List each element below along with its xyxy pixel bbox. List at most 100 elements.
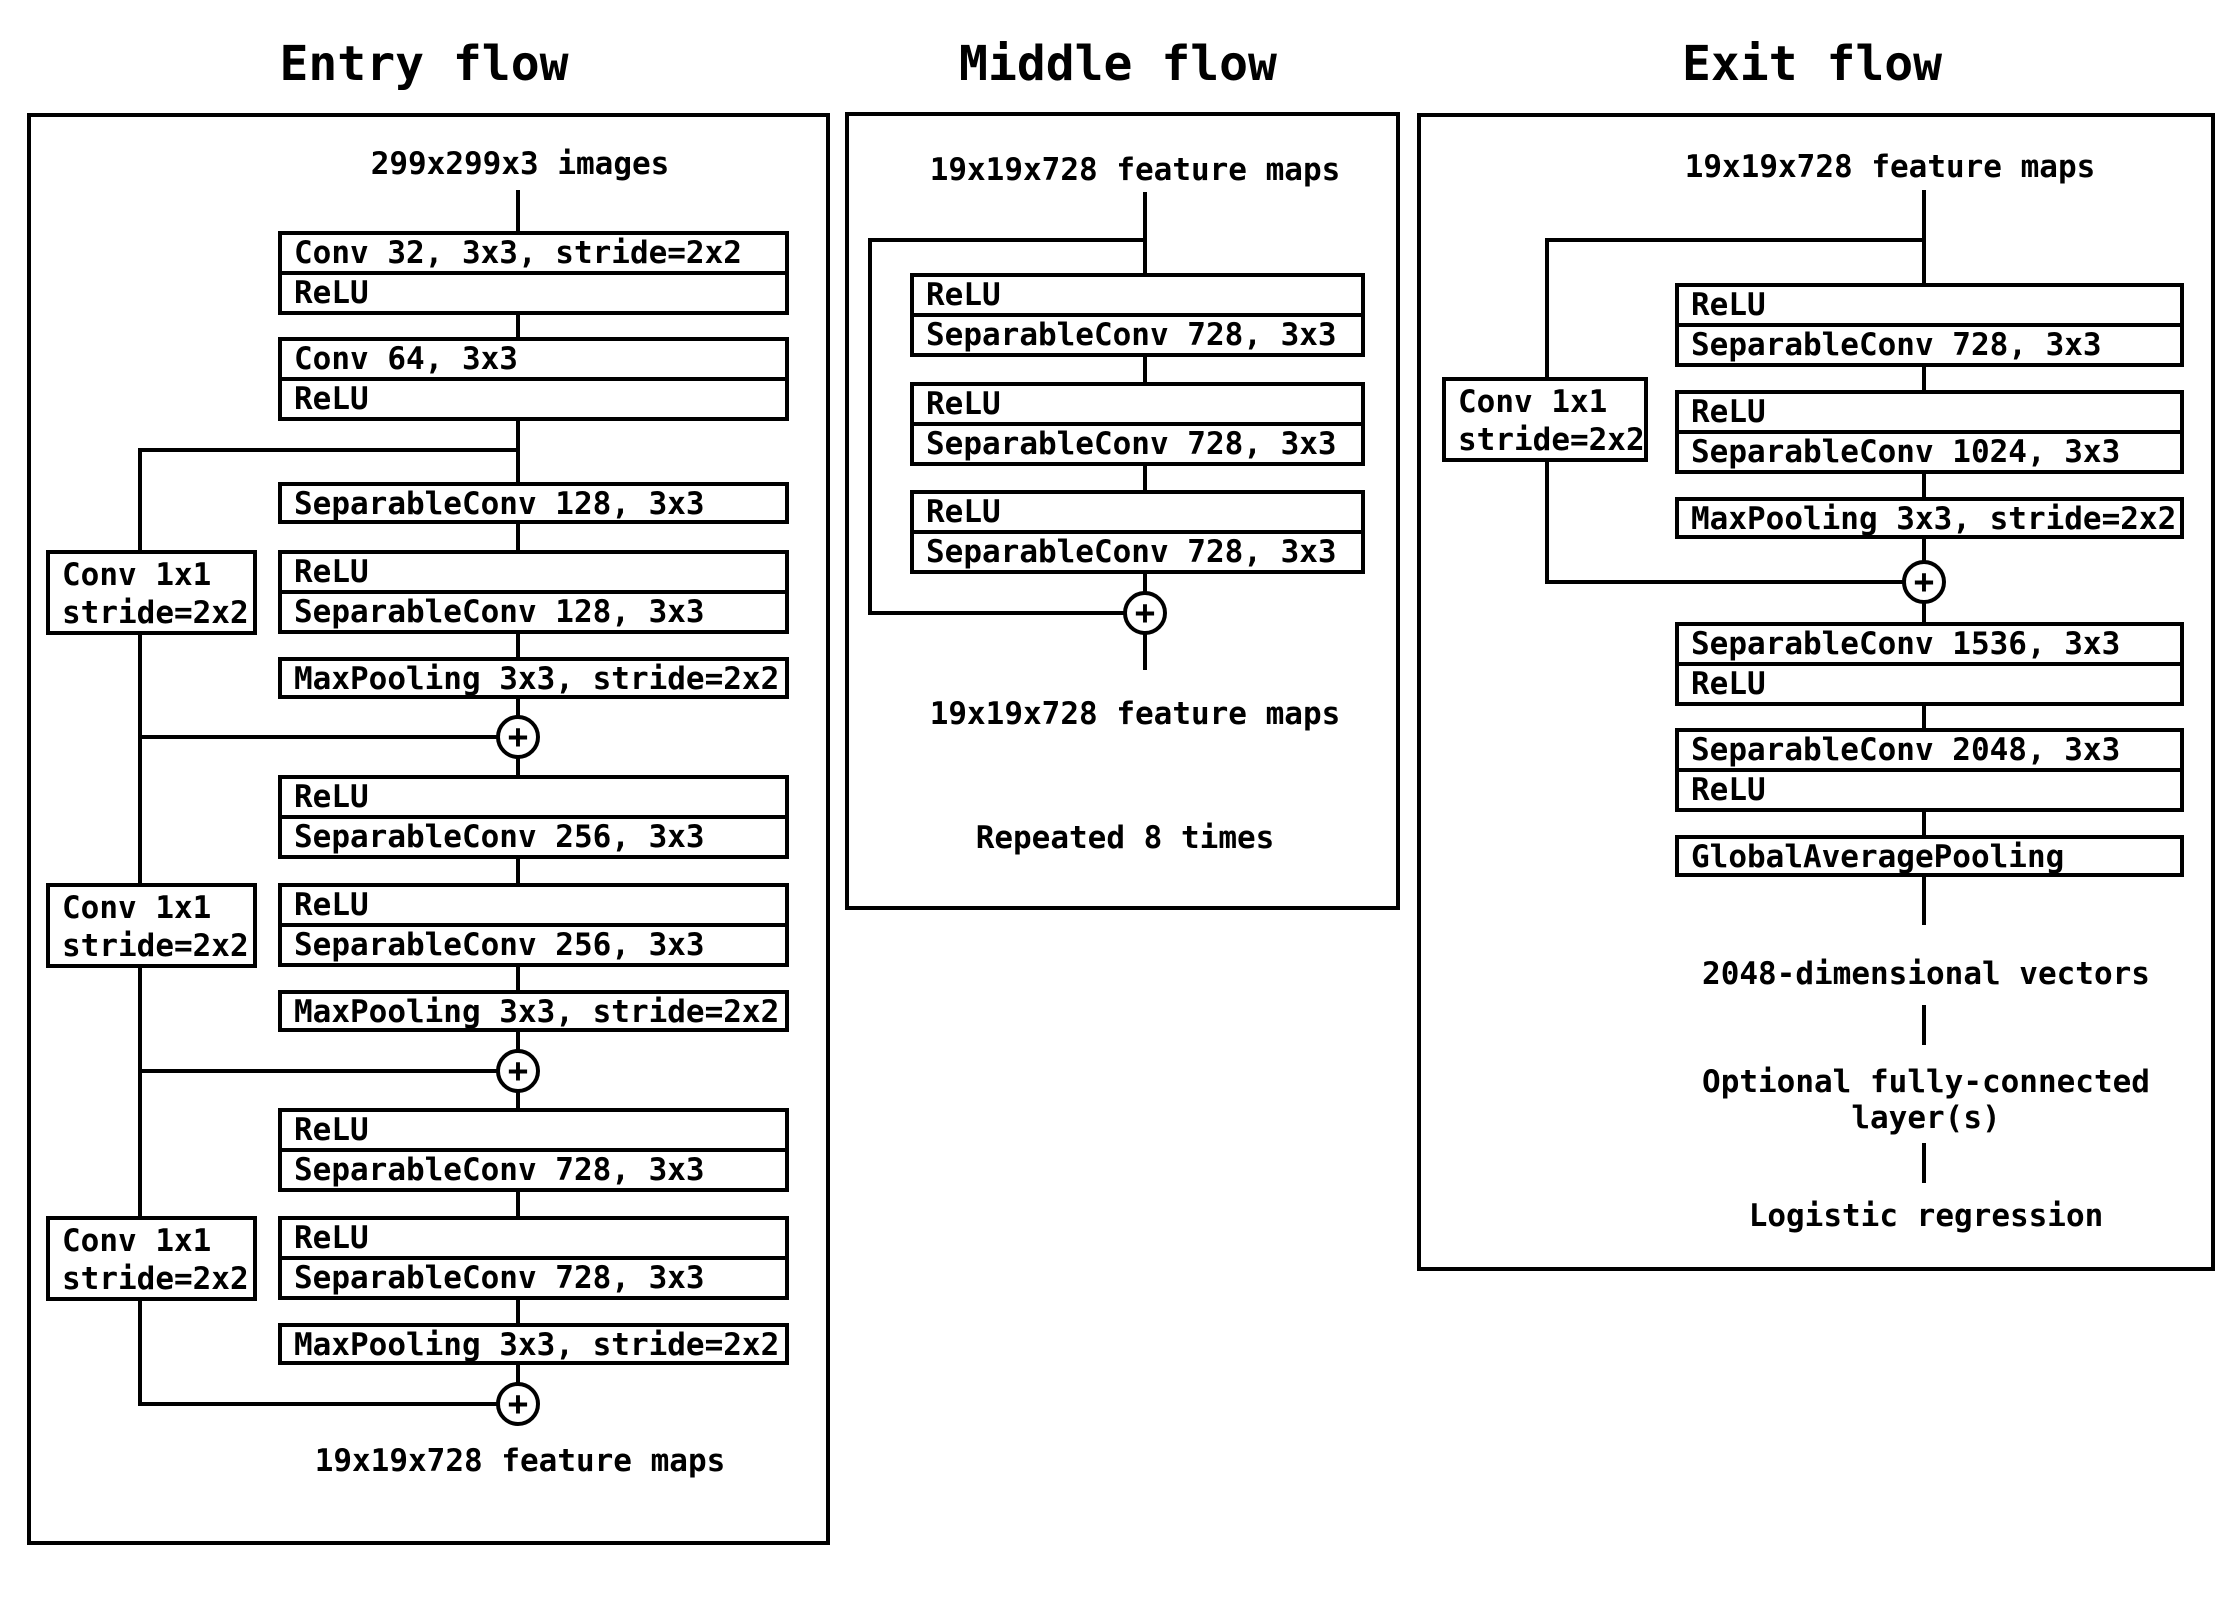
layer-row: ReLU bbox=[926, 277, 1001, 313]
middle-block-sepconv728-1: ReLU SeparableConv 728, 3x3 bbox=[910, 273, 1365, 357]
entry-skip1-merge-line bbox=[140, 735, 500, 739]
exit-add-node: + bbox=[1902, 560, 1946, 604]
layer-row: ReLU bbox=[294, 779, 369, 815]
exit-block-globalavgpool: GlobalAveragePooling bbox=[1675, 835, 2184, 877]
middle-repeat-label: Repeated 8 times bbox=[975, 820, 1275, 856]
entry-input-label: 299x299x3 images bbox=[370, 146, 670, 182]
middle-block-sepconv728-2: ReLU SeparableConv 728, 3x3 bbox=[910, 382, 1365, 466]
entry-block-conv32: Conv 32, 3x3, stride=2x2 ReLU bbox=[278, 231, 789, 315]
entry-add-node-1: + bbox=[496, 715, 540, 759]
exit-input-label: 19x19x728 feature maps bbox=[1684, 149, 2096, 185]
layer-row: SeparableConv 1024, 3x3 bbox=[1679, 430, 2180, 470]
plus-icon: + bbox=[507, 1384, 529, 1424]
entry-block-conv64: Conv 64, 3x3 ReLU bbox=[278, 337, 789, 421]
layer-row: ReLU bbox=[1679, 662, 2180, 702]
exit-vectors-label: 2048-dimensional vectors bbox=[1702, 956, 2150, 992]
layer-row: SeparableConv 128, 3x3 bbox=[282, 590, 785, 630]
plus-icon: + bbox=[507, 1051, 529, 1091]
entry-flow-title: Entry flow bbox=[279, 36, 569, 92]
skip-line2: stride=2x2 bbox=[62, 595, 249, 631]
entry-block-sepconv728a: ReLU SeparableConv 728, 3x3 bbox=[278, 1108, 789, 1192]
skip-line1: Conv 1x1 bbox=[62, 557, 212, 593]
entry-block-maxpool2: MaxPooling 3x3, stride=2x2 bbox=[278, 990, 789, 1032]
skip-line1: Conv 1x1 bbox=[62, 890, 212, 926]
layer-row: SeparableConv 128, 3x3 bbox=[294, 486, 705, 522]
entry-block-maxpool1: MaxPooling 3x3, stride=2x2 bbox=[278, 657, 789, 699]
exit-block-sepconv1024: ReLU SeparableConv 1024, 3x3 bbox=[1675, 390, 2184, 474]
entry-block-sepconv128a: SeparableConv 128, 3x3 bbox=[278, 482, 789, 524]
exit-fc-connector-line bbox=[1922, 1143, 1926, 1183]
layer-row: SeparableConv 2048, 3x3 bbox=[1691, 732, 2121, 768]
skip-line2: stride=2x2 bbox=[62, 1261, 249, 1297]
exit-block-maxpool: MaxPooling 3x3, stride=2x2 bbox=[1675, 497, 2184, 539]
plus-icon: + bbox=[1134, 593, 1156, 633]
entry-block-sepconv256a: ReLU SeparableConv 256, 3x3 bbox=[278, 775, 789, 859]
layer-row: ReLU bbox=[294, 887, 369, 923]
middle-skip-vertical-line bbox=[868, 238, 872, 615]
entry-block-sepconv256b: ReLU SeparableConv 256, 3x3 bbox=[278, 883, 789, 967]
layer-row: ReLU bbox=[294, 554, 369, 590]
exit-block-sepconv2048: SeparableConv 2048, 3x3 ReLU bbox=[1675, 728, 2184, 812]
layer-row: SeparableConv 256, 3x3 bbox=[282, 923, 785, 963]
layer-row: ReLU bbox=[1691, 394, 1766, 430]
entry-block-sepconv728b: ReLU SeparableConv 728, 3x3 bbox=[278, 1216, 789, 1300]
layer-row: MaxPooling 3x3, stride=2x2 bbox=[294, 1327, 780, 1363]
entry-block-sepconv128b: ReLU SeparableConv 128, 3x3 bbox=[278, 550, 789, 634]
layer-row: MaxPooling 3x3, stride=2x2 bbox=[294, 994, 780, 1030]
entry-add-node-2: + bbox=[496, 1049, 540, 1093]
layer-row: SeparableConv 728, 3x3 bbox=[914, 530, 1361, 570]
layer-row: ReLU bbox=[926, 494, 1001, 530]
fc-label-line2: layer(s) bbox=[1851, 1100, 2001, 1136]
exit-skip-branch-line bbox=[1547, 238, 1926, 242]
layer-row: ReLU bbox=[1691, 287, 1766, 323]
layer-row: SeparableConv 728, 3x3 bbox=[282, 1256, 785, 1296]
layer-row: ReLU bbox=[1679, 768, 2180, 808]
middle-block-sepconv728-3: ReLU SeparableConv 728, 3x3 bbox=[910, 490, 1365, 574]
entry-skip3-merge-line bbox=[140, 1402, 500, 1406]
layer-row: SeparableConv 728, 3x3 bbox=[914, 422, 1361, 462]
skip-line2: stride=2x2 bbox=[1458, 422, 1645, 458]
layer-row: Conv 64, 3x3 bbox=[294, 341, 518, 377]
layer-row: ReLU bbox=[282, 377, 785, 417]
plus-icon: + bbox=[507, 717, 529, 757]
exit-skip-merge-line bbox=[1547, 580, 1905, 584]
skip-line1: Conv 1x1 bbox=[62, 1223, 212, 1259]
middle-input-label: 19x19x728 feature maps bbox=[929, 152, 1341, 188]
layer-row: ReLU bbox=[294, 1220, 369, 1256]
exit-vectors-connector-line bbox=[1922, 1005, 1926, 1045]
layer-row: SeparableConv 256, 3x3 bbox=[282, 815, 785, 855]
entry-block-maxpool3: MaxPooling 3x3, stride=2x2 bbox=[278, 1323, 789, 1365]
layer-row: MaxPooling 3x3, stride=2x2 bbox=[294, 661, 780, 697]
layer-row: SeparableConv 728, 3x3 bbox=[1679, 323, 2180, 363]
skip-line1: Conv 1x1 bbox=[1458, 384, 1608, 420]
middle-flow-title: Middle flow bbox=[959, 36, 1277, 92]
exit-flow-title: Exit flow bbox=[1681, 36, 1943, 92]
middle-output-label: 19x19x728 feature maps bbox=[929, 696, 1341, 732]
layer-row: SeparableConv 728, 3x3 bbox=[914, 313, 1361, 353]
fc-label-line1: Optional fully-connected bbox=[1702, 1064, 2150, 1100]
layer-row: ReLU bbox=[282, 271, 785, 311]
layer-row: MaxPooling 3x3, stride=2x2 bbox=[1691, 501, 2177, 537]
entry-skip2-merge-line bbox=[140, 1069, 500, 1073]
layer-row: SeparableConv 1536, 3x3 bbox=[1691, 626, 2121, 662]
plus-icon: + bbox=[1913, 562, 1935, 602]
layer-row: Conv 32, 3x3, stride=2x2 bbox=[294, 235, 742, 271]
exit-main-connector-line bbox=[1922, 190, 1926, 925]
exit-logistic-label: Logistic regression bbox=[1748, 1198, 2104, 1234]
entry-add-node-3: + bbox=[496, 1382, 540, 1426]
exit-block-sepconv1536: SeparableConv 1536, 3x3 ReLU bbox=[1675, 622, 2184, 706]
middle-add-node: + bbox=[1123, 591, 1167, 635]
skip-line2: stride=2x2 bbox=[62, 928, 249, 964]
entry-skip1-branch-line bbox=[140, 448, 518, 452]
middle-skip-merge-line bbox=[870, 611, 1126, 615]
layer-row: ReLU bbox=[926, 386, 1001, 422]
entry-output-label: 19x19x728 feature maps bbox=[314, 1443, 726, 1479]
exit-block-sepconv728: ReLU SeparableConv 728, 3x3 bbox=[1675, 283, 2184, 367]
layer-row: ReLU bbox=[294, 1112, 369, 1148]
